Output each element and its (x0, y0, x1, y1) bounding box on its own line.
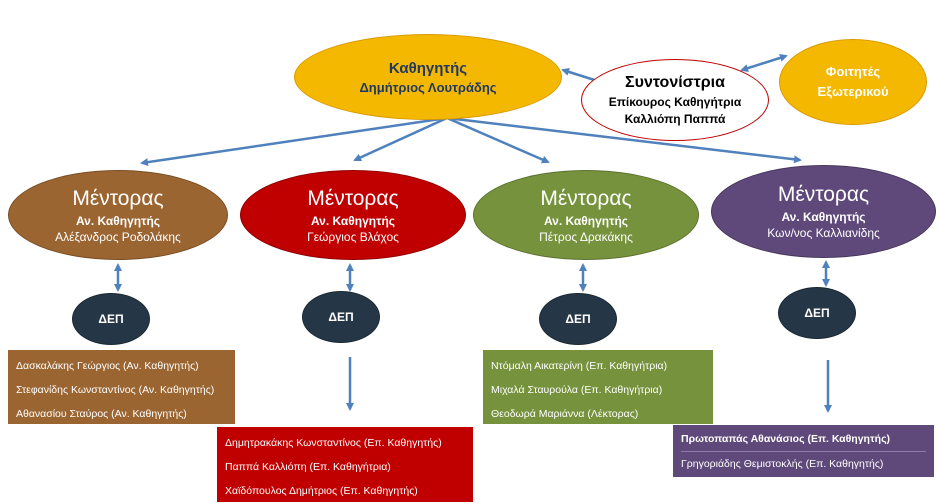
coordinator-role: Επίκουρος Καθηγήτρια (608, 95, 742, 109)
member-group-1: Δασκαλάκης Γεώργιος (Αν. Καθηγητής) Στεφ… (8, 350, 235, 424)
dep-label: ΔΕΠ (565, 312, 591, 326)
mentor-name: Αλέξανδρος Ροδολάκης (55, 229, 181, 244)
foreign-students-label: Φοιτητές Εξωτερικού (817, 64, 889, 99)
dep-node-1: ΔΕΠ (72, 293, 150, 345)
dep-node-4: ΔΕΠ (778, 287, 856, 339)
member-group-4: Πρωτοπαπάς Αθανάσιος (Επ. Καθηγητής) Γρη… (673, 425, 934, 477)
member-item: Μιχαλά Σταυρούλα (Επ. Καθηγήτρια) (491, 384, 663, 396)
arrow-professor-mentor-4 (446, 116, 802, 164)
member-item: Στεφανίδης Κωνσταντίνος (Αν. Καθηγητής) (16, 384, 215, 396)
mentor-name: Γεώργιος Βλάχος (307, 229, 399, 244)
member-item: Γρηγοριάδης Θεμιστοκλής (Επ. Καθηγητής) (681, 458, 884, 470)
mentor-title: Μέντορας (777, 183, 870, 206)
mentor-title: Μέντορας (72, 186, 164, 210)
member-item: Ντόμαλη Αικατερίνη (Επ. Καθηγήτρια) (491, 360, 668, 372)
dep-node-3: ΔΕΠ (539, 293, 617, 345)
mentor-node-2: Μέντορας Αν. Καθηγητής Γεώργιος Βλάχος (240, 170, 466, 260)
member-item: Δημητρακάκης Κωνσταντίνος (Επ. Καθηγητής… (225, 437, 442, 449)
dep-label: ΔΕΠ (804, 306, 830, 320)
professor-node: Καθηγητής Δημήτριος Λουτράδης (294, 34, 562, 120)
dep-label: ΔΕΠ (328, 310, 354, 324)
dep-node-2: ΔΕΠ (302, 291, 380, 343)
mentor-node-1: Μέντορας Αν. Καθηγητής Αλέξανδρος Ροδολά… (8, 170, 228, 260)
member-item: Θεοδωρά Μαριάννα (Λέκτορας) (491, 408, 639, 420)
arrow-coordinator-students (740, 54, 788, 72)
member-item: Χαϊδόπουλος Δημήτριος (Επ. Καθηγητής) (225, 485, 418, 497)
mentor-role: Αν. Καθηγητής (310, 213, 396, 228)
coordinator-node: Συντονίστρια Επίκουρος Καθηγήτρια Καλλιό… (581, 59, 769, 141)
professor-title: Καθηγητής (388, 59, 468, 77)
coordinator-title: Συντονίστρια (625, 74, 725, 91)
member-item: Αθανασίου Σταύρος (Αν. Καθηγητής) (16, 408, 187, 420)
arrow-professor-mentor-2 (353, 116, 448, 162)
mentor-title: Μέντορας (307, 186, 399, 210)
dep-label: ΔΕΠ (98, 312, 124, 326)
mentor-role: Αν. Καθηγητής (543, 213, 629, 228)
arrow-professor-mentor-3 (446, 116, 550, 164)
coordinator-name: Καλλιόπη Παππά (624, 112, 726, 126)
member-item: Παππά Καλλιόπη (Επ. Καθηγήτρια) (225, 461, 391, 473)
mentor-node-4: Μέντορας Αν. Καθηγητής Κων/νος Καλλιανίδ… (711, 165, 936, 258)
member-group-3: Ντόμαλη Αικατερίνη (Επ. Καθηγήτρια) Μιχα… (483, 350, 713, 424)
mentor-role: Αν. Καθηγητής (781, 210, 866, 224)
member-item: Δασκαλάκης Γεώργιος (Αν. Καθηγητής) (16, 360, 199, 372)
mentor-node-3: Μέντορας Αν. Καθηγητής Πέτρος Δρακάκης (473, 170, 699, 260)
member-group-2: Δημητρακάκης Κωνσταντίνος (Επ. Καθηγητής… (217, 427, 473, 502)
mentor-name: Κων/νος Καλλιανίδης (767, 226, 880, 240)
member-item: Πρωτοπαπάς Αθανάσιος (Επ. Καθηγητής) (681, 427, 926, 452)
mentor-name: Πέτρος Δρακάκης (539, 229, 633, 244)
mentor-title: Μέντορας (540, 186, 632, 210)
mentor-role: Αν. Καθηγητής (75, 213, 161, 228)
foreign-students-node: Φοιτητές Εξωτερικού (779, 39, 927, 125)
arrow-professor-mentor-1 (140, 116, 448, 167)
professor-name: Δημήτριος Λουτράδης (359, 79, 497, 95)
